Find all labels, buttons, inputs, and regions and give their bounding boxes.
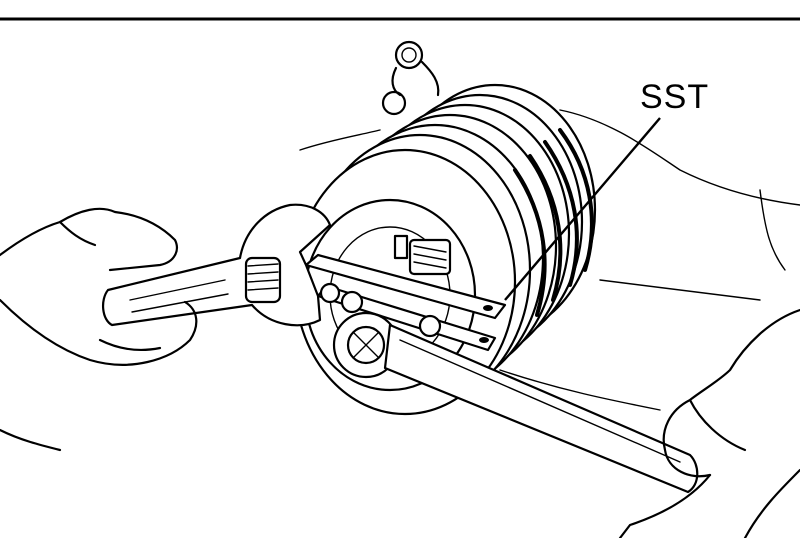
box-wrench xyxy=(332,311,699,494)
right-hand xyxy=(618,308,800,538)
sst-callout-label: SST xyxy=(640,78,710,116)
sst-leader-line xyxy=(504,117,661,301)
left-hand xyxy=(0,207,198,452)
sst-tool xyxy=(304,253,507,352)
adjustable-wrench xyxy=(102,203,332,327)
spring-hub xyxy=(393,234,452,276)
transmission-case-outline xyxy=(299,109,800,411)
case-bolts xyxy=(381,40,440,116)
